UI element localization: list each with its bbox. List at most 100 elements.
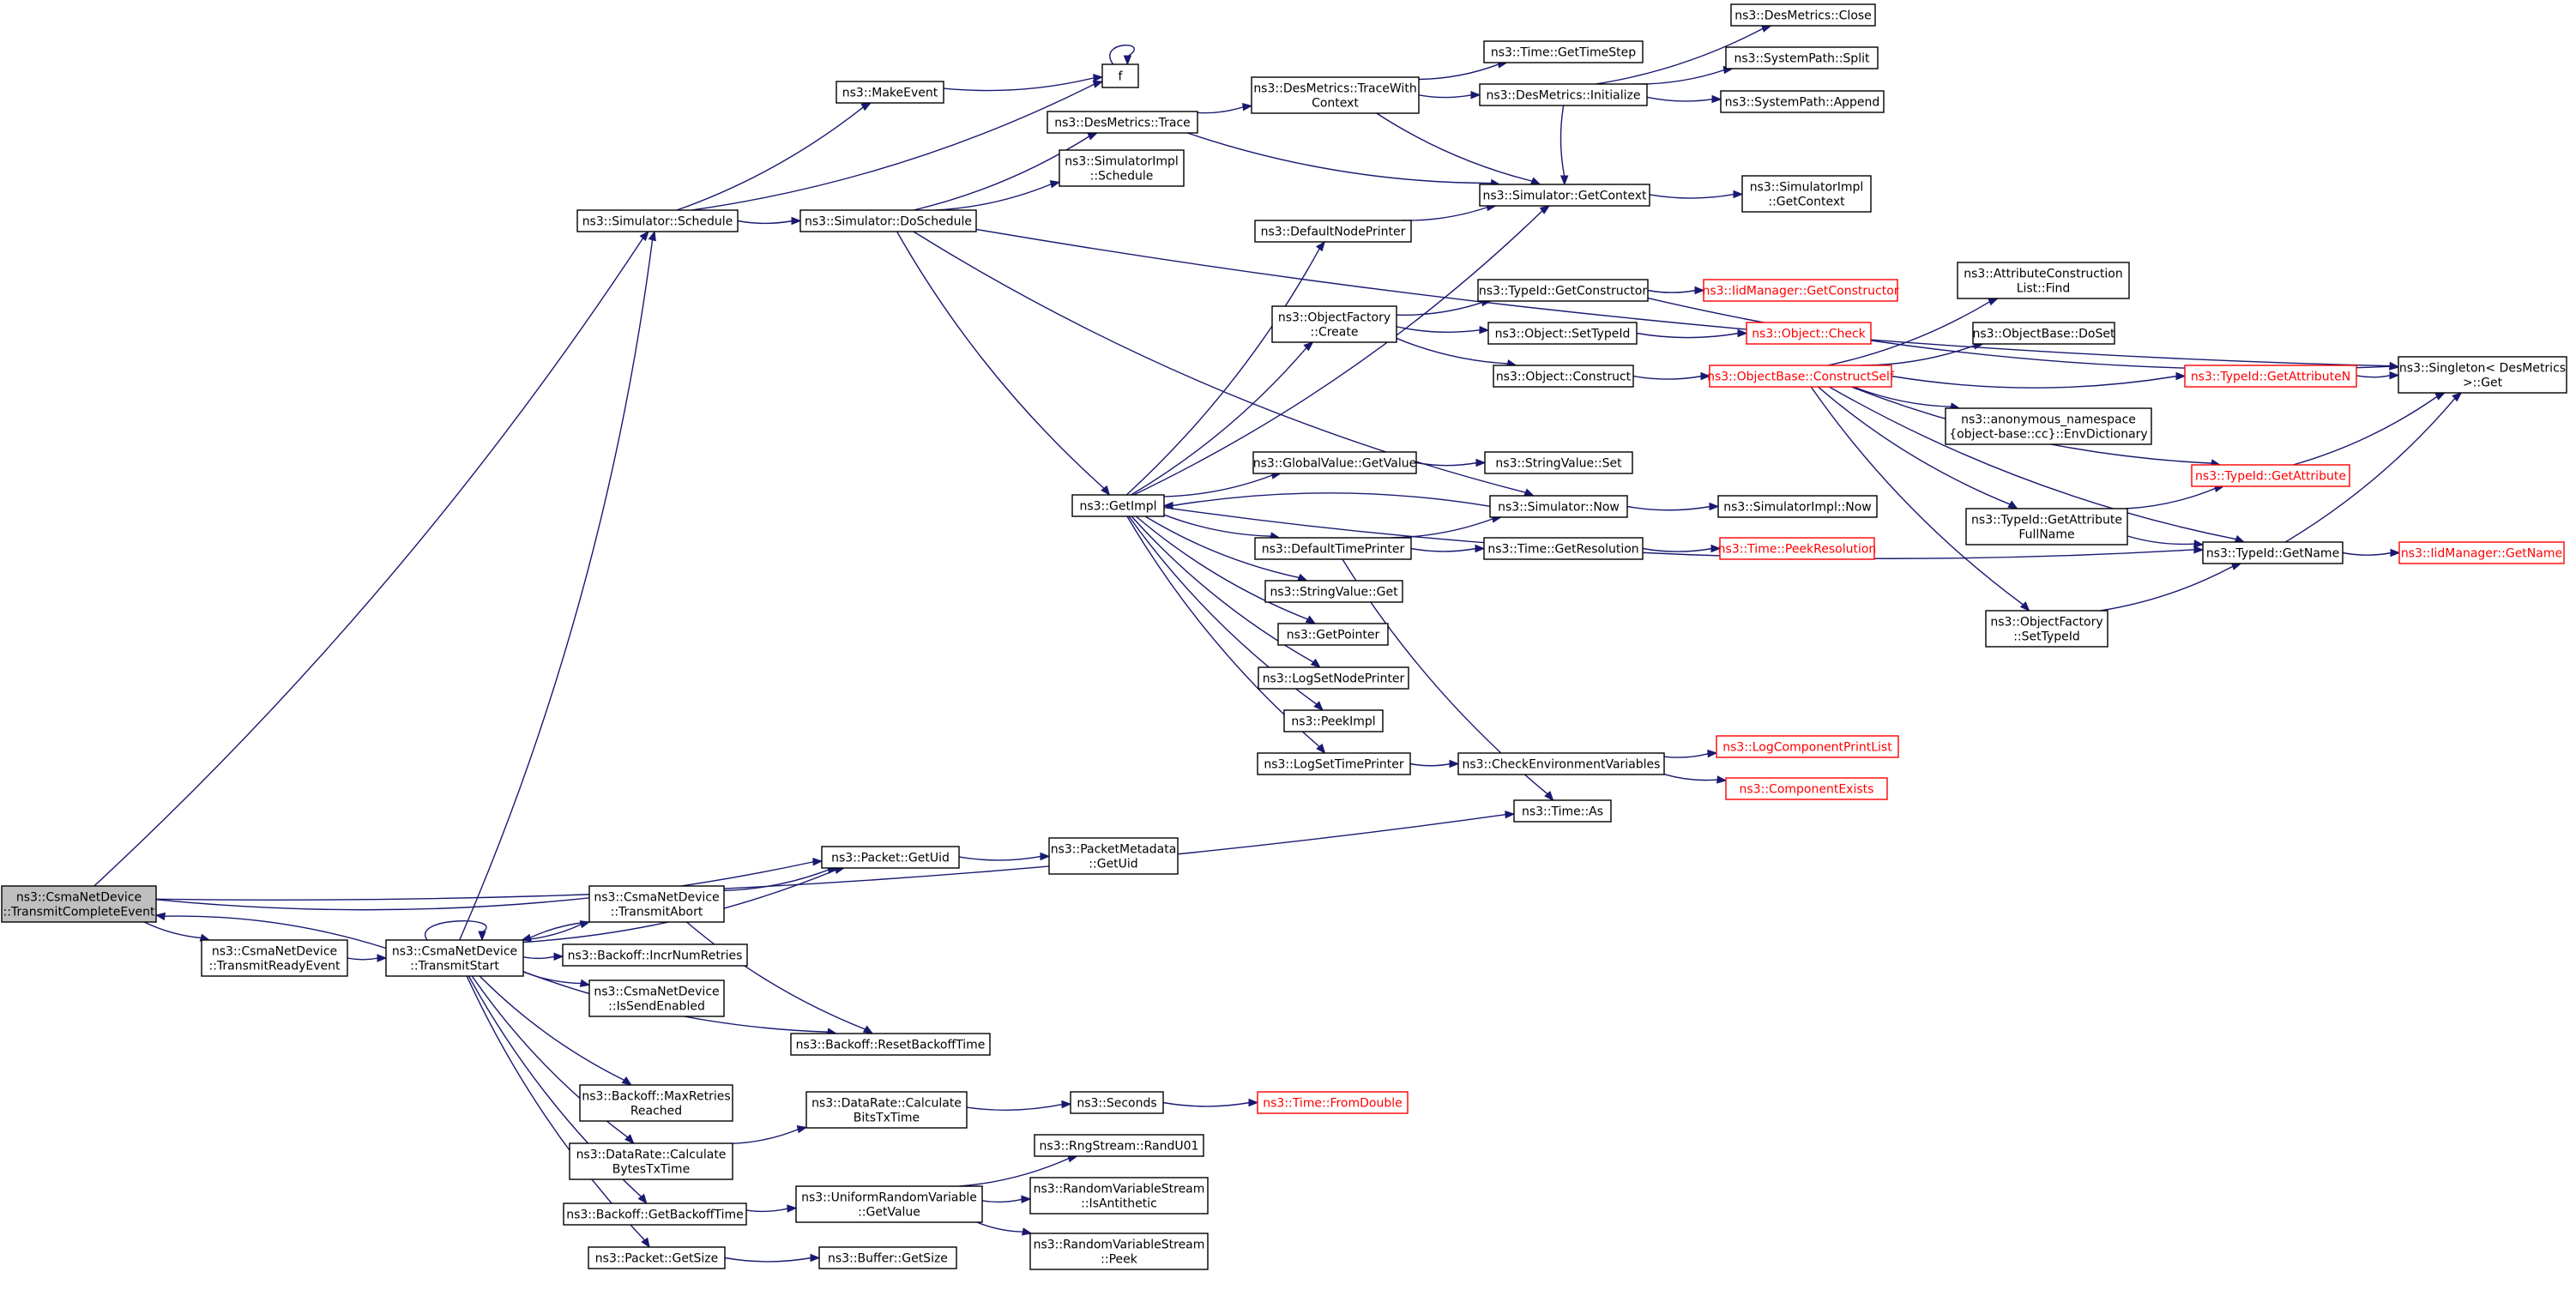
node-simimpl-getctx[interactable]: ns3::SimulatorImpl::GetContext: [1741, 175, 1872, 213]
node-typeid-getattr[interactable]: ns3::TypeId::GetAttribute: [2191, 464, 2350, 487]
node-envdict[interactable]: ns3::anonymous_namespace{object-base::cc…: [1945, 407, 2152, 445]
node-simimpl-now[interactable]: ns3::SimulatorImpl::Now: [1717, 495, 1878, 518]
node-ob-constructself[interactable]: ns3::ObjectBase::ConstructSelf: [1707, 365, 1895, 388]
node-transmit-abort[interactable]: ns3::CsmaNetDevice::TransmitAbort: [588, 885, 725, 923]
node-reset-backoff[interactable]: ns3::Backoff::ResetBackoffTime: [790, 1033, 991, 1056]
node-obj-check[interactable]: ns3::Object::Check: [1746, 322, 1872, 345]
edge-arrowhead: [1087, 132, 1099, 141]
node-dmtrace[interactable]: ns3::DesMetrics::Trace: [1047, 111, 1198, 134]
node-label: ns3::ObjectBase::ConstructSelf: [1707, 371, 1895, 384]
node-of-settypeid[interactable]: ns3::ObjectFactory::SetTypeId: [1985, 610, 2108, 648]
node-rvs-isanti[interactable]: ns3::RandomVariableStream::IsAntithetic: [1029, 1177, 1209, 1215]
node-sv-set[interactable]: ns3::StringValue::Set: [1484, 451, 1633, 474]
node-time-getres[interactable]: ns3::Time::GetResolution: [1483, 537, 1644, 560]
node-box: [1513, 799, 1612, 823]
node-obj-settypeid[interactable]: ns3::Object::SetTypeId: [1487, 322, 1638, 345]
node-getimpl[interactable]: ns3::GetImpl: [1071, 494, 1165, 517]
node-label: ns3::Object::SetTypeId: [1495, 328, 1631, 341]
node-singleton-get[interactable]: ns3::Singleton< DesMetrics>::Get: [2398, 356, 2567, 394]
node-typeid-getname[interactable]: ns3::TypeId::GetName: [2202, 541, 2344, 564]
node-checkenv[interactable]: ns3::CheckEnvironmentVariables: [1457, 752, 1665, 775]
node-getpointer[interactable]: ns3::GetPointer: [1277, 623, 1389, 646]
node-seconds[interactable]: ns3::Seconds: [1070, 1091, 1164, 1114]
node-getbackoff[interactable]: ns3::Backoff::GetBackoffTime: [563, 1203, 747, 1226]
node-box: [1487, 322, 1638, 345]
node-logsetnode[interactable]: ns3::LogSetNodePrinter: [1258, 666, 1409, 690]
node-gv-getvalue[interactable]: ns3::GlobalValue::GetValue: [1252, 451, 1417, 474]
node-transmit-start[interactable]: ns3::CsmaNetDevice::TransmitStart: [385, 939, 524, 977]
edge-line: [1163, 506, 2196, 559]
node-rvs-peek[interactable]: ns3::RandomVariableStream::Peek: [1029, 1233, 1209, 1270]
edge-line: [724, 1257, 812, 1263]
edge-line: [1853, 386, 1952, 407]
edge-doschedule-to-getimpl: [896, 231, 1111, 497]
node-iid-getctor[interactable]: ns3::IidManager::GetConstructor: [1702, 279, 1899, 302]
node-pkt-getuid[interactable]: ns3::Packet::GetUid: [821, 846, 960, 869]
edge-line: [1647, 289, 1697, 293]
edge-line: [1163, 514, 1272, 537]
node-defnodeprinter[interactable]: ns3::DefaultNodePrinter: [1254, 220, 1412, 243]
node-sv-get[interactable]: ns3::StringValue::Get: [1264, 580, 1403, 603]
node-gettimestep[interactable]: ns3::Time::GetTimeStep: [1483, 40, 1644, 63]
node-pkt-getsize[interactable]: ns3::Packet::GetSize: [588, 1246, 726, 1269]
node-compexists[interactable]: ns3::ComponentExists: [1725, 777, 1888, 800]
node-buf-getsize[interactable]: ns3::Buffer::GetSize: [818, 1246, 957, 1269]
node-append[interactable]: ns3::SystemPath::Append: [1720, 90, 1885, 113]
node-f[interactable]: f: [1101, 63, 1139, 88]
edge-tracewith-to-simgetctx: [1376, 112, 1541, 185]
node-box: [1101, 63, 1139, 88]
edge-arrowhead: [2434, 392, 2446, 401]
node-obj-construct[interactable]: ns3::Object::Construct: [1493, 365, 1634, 388]
node-ob-doset[interactable]: ns3::ObjectBase::DoSet: [1972, 322, 2115, 345]
edge-dmtrace-to-simgetctx: [1187, 132, 1501, 187]
node-incr-retries[interactable]: ns3::Backoff::IncrNumRetries: [562, 943, 748, 967]
node-logcompprint[interactable]: ns3::LogComponentPrintList: [1716, 735, 1899, 758]
edge-line: [1829, 386, 2237, 540]
node-sched[interactable]: ns3::Simulator::Schedule: [576, 209, 739, 232]
node-label: ns3::DataRate::Calculate: [811, 1097, 962, 1111]
node-box: [1703, 279, 1898, 302]
node-dminit[interactable]: ns3::DesMetrics::Initialize: [1479, 83, 1648, 106]
edge-line: [1391, 517, 1494, 539]
edge-line: [1410, 547, 1477, 552]
node-fromdouble[interactable]: ns3::Time::FromDouble: [1257, 1091, 1409, 1114]
node-label: {object-base::cc}::EnvDictionary: [1949, 428, 2147, 442]
node-issendenabled[interactable]: ns3::CsmaNetDevice::IsSendEnabled: [588, 979, 725, 1017]
edge-line: [2293, 395, 2439, 466]
node-urv-getvalue[interactable]: ns3::UniformRandomVariable::GetValue: [795, 1185, 983, 1223]
node-peekimpl[interactable]: ns3::PeekImpl: [1283, 709, 1384, 732]
node-typeid-getattrn[interactable]: ns3::TypeId::GetAttributeN: [2184, 365, 2357, 388]
node-iid-getname[interactable]: ns3::IidManager::GetName: [2398, 541, 2565, 564]
node-label: ns3::Time::As: [1522, 805, 1603, 819]
node-deftimeprinter[interactable]: ns3::DefaultTimePrinter: [1254, 537, 1412, 560]
edge-arrowhead: [1021, 1227, 1033, 1236]
node-pm-getuid[interactable]: ns3::PacketMetadata::GetUid: [1048, 837, 1179, 875]
node-doschedule[interactable]: ns3::Simulator::DoSchedule: [799, 209, 977, 232]
node-typeid-getctor[interactable]: ns3::TypeId::GetConstructor: [1477, 279, 1649, 302]
node-makeevent[interactable]: ns3::MakeEvent: [836, 81, 944, 104]
node-trans-ready[interactable]: ns3::CsmaNetDevice::TransmitReadyEvent: [201, 939, 348, 977]
edge-transmit-start-to-sched: [459, 230, 656, 941]
node-simimpl-sched[interactable]: ns3::SimulatorImpl::Schedule: [1059, 149, 1185, 187]
node-simgetctx[interactable]: ns3::Simulator::GetContext: [1479, 184, 1650, 207]
edge-line: [2356, 374, 2392, 378]
node-objfactory-create[interactable]: ns3::ObjectFactory::Create: [1271, 305, 1397, 343]
node-time-as[interactable]: ns3::Time::As: [1513, 799, 1612, 823]
node-box: [1719, 537, 1875, 560]
node-logsettime[interactable]: ns3::LogSetTimePrinter: [1257, 752, 1411, 775]
edge-sched-to-doschedule: [737, 216, 802, 226]
node-split[interactable]: ns3::SystemPath::Split: [1725, 46, 1879, 69]
node-randu01[interactable]: ns3::RngStream::RandU01: [1034, 1134, 1204, 1157]
node-tce[interactable]: ns3::CsmaNetDevice::TransmitCompleteEven…: [1, 885, 157, 923]
edge-arrowhead: [1475, 544, 1486, 553]
node-time-peekres[interactable]: ns3::Time::PeekResolution: [1718, 537, 1877, 560]
node-sim-now[interactable]: ns3::Simulator::Now: [1489, 495, 1628, 518]
node-label: ns3::SimulatorImpl: [1750, 181, 1864, 195]
node-dmclose[interactable]: ns3::DesMetrics::Close: [1730, 3, 1876, 27]
